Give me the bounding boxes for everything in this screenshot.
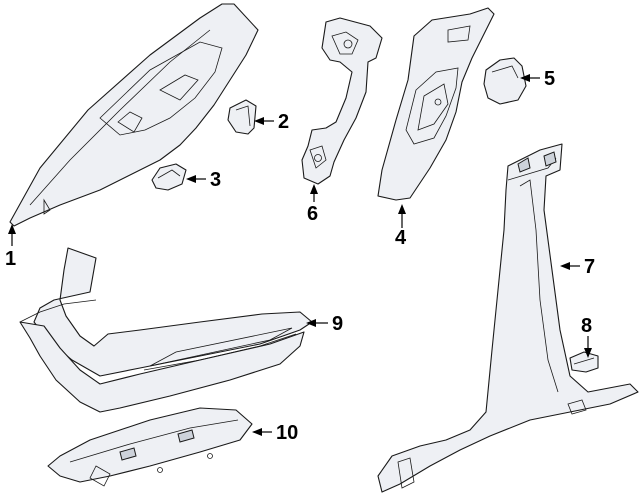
part-10-sill-bracket [47, 407, 253, 487]
callout-3: 3 [210, 169, 221, 191]
callout-1: 1 [5, 248, 16, 270]
callout-9: 9 [332, 313, 343, 335]
callout-5: 5 [544, 68, 555, 90]
part-9-sill-panel [19, 247, 313, 413]
part-4-b-pillar-upper-trim [377, 7, 495, 201]
callout-2: 2 [278, 111, 289, 133]
part-3-cover [151, 163, 187, 191]
part-1-a-pillar-trim [9, 3, 259, 227]
callout-10: 10 [276, 422, 298, 444]
callout-4: 4 [395, 227, 407, 249]
part-6-assist-handle [301, 17, 383, 185]
part-8-clip [569, 351, 599, 373]
callout-8: 8 [581, 315, 592, 337]
callout-labels: 1 2 3 4 5 6 7 8 9 10 [5, 68, 595, 444]
part-2-trim-cap [227, 99, 257, 135]
callout-6: 6 [307, 203, 318, 225]
part-7-b-pillar-lower-trim [377, 143, 639, 493]
callout-7: 7 [584, 256, 595, 278]
leader-lines [8, 74, 592, 436]
part-5-cap [483, 57, 527, 105]
